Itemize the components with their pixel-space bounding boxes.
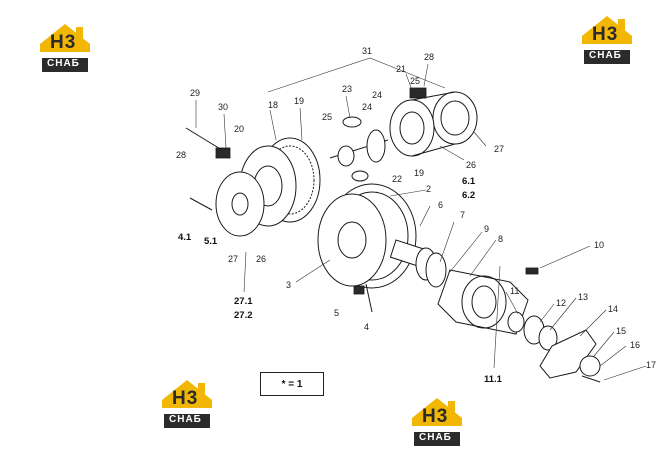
leader-lines <box>195 63 647 381</box>
label-29: 29 <box>190 88 200 98</box>
differential-carrier-left <box>185 127 265 237</box>
logo-mark: H3 <box>50 32 77 53</box>
label-7: 7 <box>460 210 465 220</box>
shaft-and-seals <box>389 239 447 288</box>
label-24-top: 24 <box>362 102 372 112</box>
label-25-mid: 25 <box>322 112 332 122</box>
flange-plate <box>437 267 539 335</box>
label-30: 30 <box>218 102 228 112</box>
label-4-1: 4.1 <box>178 232 192 243</box>
label-9: 9 <box>484 224 489 234</box>
group-bracket-31 <box>267 57 446 93</box>
label-14: 14 <box>608 304 618 314</box>
bolt-10 <box>525 267 539 275</box>
logo-mark: H3 <box>172 388 199 409</box>
label-4: 4 <box>364 322 369 332</box>
logo-mark: H3 <box>422 406 449 427</box>
label-27-top: 27 <box>494 144 504 154</box>
label-5-1: 5.1 <box>204 236 218 247</box>
label-17: 17 <box>646 360 656 370</box>
label-26-left: 26 <box>256 254 266 264</box>
spider-assembly <box>329 116 389 182</box>
label-15: 15 <box>616 326 626 336</box>
quantity-note-box: * = 1 <box>260 372 324 396</box>
label-13: 13 <box>578 292 588 302</box>
label-27-left: 27 <box>228 254 238 264</box>
label-5: 5 <box>334 308 339 318</box>
label-18: 18 <box>268 100 278 110</box>
label-25-top: 25 <box>410 76 420 86</box>
axle-housing <box>317 183 417 313</box>
label-6: 6 <box>438 200 443 210</box>
label-3: 3 <box>286 280 291 290</box>
label-20: 20 <box>234 124 244 134</box>
label-22: 22 <box>392 174 402 184</box>
label-6-2: 6.2 <box>462 190 475 201</box>
label-26-top: 26 <box>466 160 476 170</box>
logo-bottom-center: H3 СНАБ <box>408 396 466 448</box>
logo-top-right: H3 СНАБ <box>578 14 636 66</box>
bolt-5 <box>353 285 365 295</box>
output-yoke <box>507 311 601 383</box>
label-8: 8 <box>498 234 503 244</box>
logo-word: СНАБ <box>47 58 80 69</box>
label-24-mid: 24 <box>372 90 382 100</box>
label-16: 16 <box>630 340 640 350</box>
label-19-top: 19 <box>294 96 304 106</box>
label-6-1: 6.1 <box>462 176 476 187</box>
logo-graphic <box>40 24 90 72</box>
label-27-2: 27.2 <box>234 310 253 321</box>
quantity-note: * = 1 <box>281 378 303 390</box>
label-31: 31 <box>362 46 372 56</box>
label-23: 23 <box>342 84 352 94</box>
label-2: 2 <box>426 184 431 194</box>
label-10: 10 <box>594 240 604 250</box>
bolt-head-28 <box>409 87 427 99</box>
label-12: 12 <box>556 298 566 308</box>
logo-word: СНАБ <box>169 414 202 425</box>
label-11: 11 <box>510 286 519 296</box>
logo-word: СНАБ <box>589 50 622 61</box>
label-27-1: 27.1 <box>234 296 253 307</box>
bolt-head-28-left <box>215 147 231 159</box>
logo-graphic <box>412 398 462 446</box>
logo-word: СНАБ <box>419 432 452 443</box>
label-21: 21 <box>396 64 406 74</box>
logo-graphic <box>162 380 212 428</box>
label-19-mid: 19 <box>414 168 424 178</box>
label-11-1: 11.1 <box>484 374 503 385</box>
logo-graphic <box>582 16 632 64</box>
differential-carrier-right <box>389 87 478 157</box>
logo-mark: H3 <box>592 24 619 45</box>
label-28-left: 28 <box>176 150 186 160</box>
logo-bottom-left: H3 СНАБ <box>158 378 216 430</box>
logo-top-left: H3 СНАБ <box>36 22 94 74</box>
label-28-top: 28 <box>424 52 434 62</box>
